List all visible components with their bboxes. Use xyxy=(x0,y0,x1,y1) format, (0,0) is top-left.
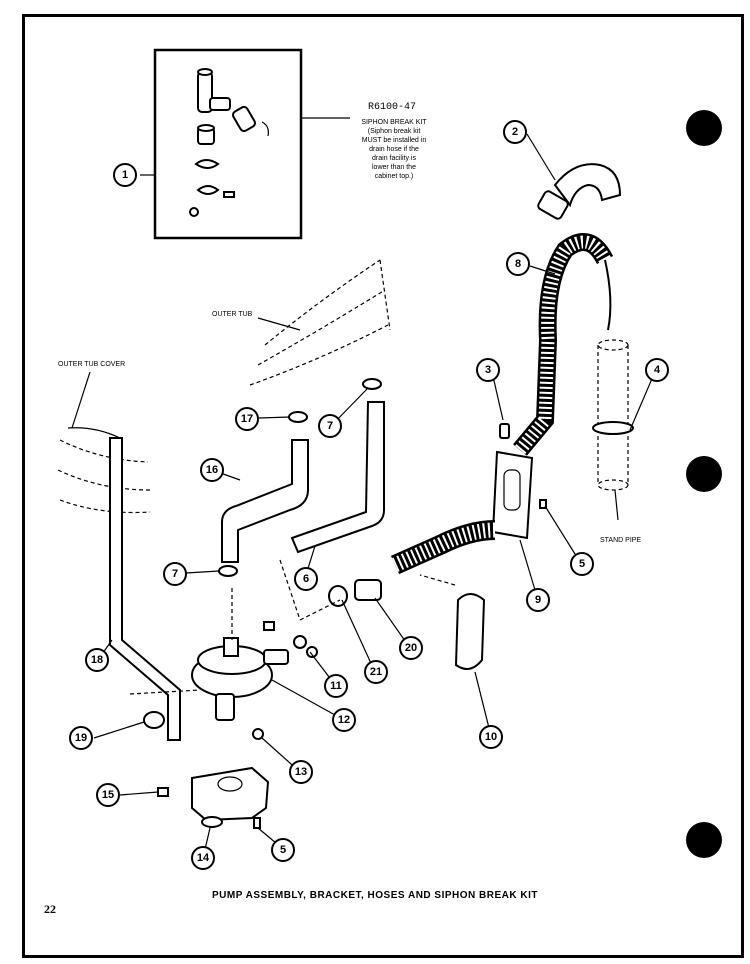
screw-5-upper xyxy=(539,499,547,509)
callout-6: 6 xyxy=(294,567,318,591)
svg-text:20: 20 xyxy=(405,642,417,654)
callout-1: 1 xyxy=(113,163,137,187)
callout-5-lower: 5 xyxy=(271,838,295,862)
svg-text:2: 2 xyxy=(512,126,518,138)
pump-hose-corrugated xyxy=(390,520,496,575)
callout-14: 14 xyxy=(191,846,215,870)
svg-text:10: 10 xyxy=(485,731,497,743)
pump-screw xyxy=(263,621,275,631)
svg-text:19: 19 xyxy=(75,732,87,744)
svg-text:17: 17 xyxy=(241,413,253,425)
callout-19: 19 xyxy=(69,726,93,750)
callout-8: 8 xyxy=(506,252,530,276)
kit-note-line: drain hose if the xyxy=(369,146,419,153)
pump-12 xyxy=(129,637,289,721)
callout-11: 11 xyxy=(324,674,348,698)
svg-text:14: 14 xyxy=(197,852,210,864)
svg-text:1: 1 xyxy=(122,169,128,181)
callout-18: 18 xyxy=(85,648,109,672)
callout-15: 15 xyxy=(96,783,120,807)
svg-text:5: 5 xyxy=(280,844,286,856)
callout-20: 20 xyxy=(399,636,423,660)
siphon-elbow-2 xyxy=(553,163,622,208)
svg-text:4: 4 xyxy=(654,364,661,376)
clamp-17 xyxy=(288,411,308,423)
clamp-7-lower xyxy=(218,565,238,577)
svg-text:11: 11 xyxy=(330,680,342,692)
page-number: 22 xyxy=(44,902,56,916)
callout-2: 2 xyxy=(503,120,527,144)
diagram-title: PUMP ASSEMBLY, BRACKET, HOSES AND SIPHON… xyxy=(212,890,538,901)
binder-hole xyxy=(686,456,722,492)
plug-19 xyxy=(143,711,165,729)
pump-fitting-11 xyxy=(293,635,307,649)
kit-part-code: R6100-47 xyxy=(368,102,417,113)
hose-bracket-9 xyxy=(491,450,534,540)
screw-15 xyxy=(157,787,169,797)
svg-text:6: 6 xyxy=(303,573,309,585)
kit-note-line: MUST be installed in xyxy=(361,137,427,144)
callout-7-upper: 7 xyxy=(318,414,342,438)
callout-12: 12 xyxy=(332,708,356,732)
callout-3: 3 xyxy=(476,358,500,382)
kit-note: SIPHON BREAK KIT (Siphon break kit MUST … xyxy=(344,118,444,181)
clamp-21 xyxy=(328,585,348,607)
svg-text:12: 12 xyxy=(338,714,350,726)
page-frame xyxy=(22,14,744,958)
clip-3 xyxy=(499,423,510,439)
svg-text:7: 7 xyxy=(327,420,333,432)
kit-note-line: (Siphon break kit xyxy=(367,128,421,135)
stand-pipe xyxy=(592,339,634,521)
nut-13 xyxy=(252,728,264,740)
outer-tub xyxy=(249,259,391,386)
svg-text:16: 16 xyxy=(206,464,218,476)
svg-text:5: 5 xyxy=(579,558,585,570)
kit-note-line: drain facility is xyxy=(372,155,416,162)
hose-18 xyxy=(109,437,181,741)
callout-5-upper: 5 xyxy=(570,552,594,576)
pump-fitting-11b xyxy=(306,646,318,658)
kit-note-line: lower than the xyxy=(372,164,416,171)
svg-text:18: 18 xyxy=(91,654,103,666)
label-stand-pipe: STAND PIPE xyxy=(600,537,641,544)
callout-4: 4 xyxy=(645,358,669,382)
binder-hole xyxy=(686,822,722,858)
callout-7-lower: 7 xyxy=(163,562,187,586)
kit-note-line: cabinet top.) xyxy=(374,173,414,180)
svg-text:9: 9 xyxy=(535,594,541,606)
svg-text:15: 15 xyxy=(102,789,114,801)
svg-text:21: 21 xyxy=(370,666,382,678)
callout-13: 13 xyxy=(289,760,313,784)
callout-16: 16 xyxy=(200,458,224,482)
outer-tub-cover xyxy=(57,371,151,514)
kit-note-title: SIPHON BREAK KIT xyxy=(361,119,427,126)
drain-hose-8 xyxy=(513,233,614,456)
svg-text:13: 13 xyxy=(295,766,307,778)
callout-10: 10 xyxy=(479,725,503,749)
hose-guide-10 xyxy=(454,593,486,670)
binder-hole xyxy=(686,110,722,146)
pump-bracket-14 xyxy=(191,766,270,828)
clamp-7-upper xyxy=(362,378,382,390)
hose-6 xyxy=(290,401,385,554)
coupling-20 xyxy=(354,579,382,601)
label-outer-tub-cover: OUTER TUB COVER xyxy=(58,361,125,368)
screw-5-lower xyxy=(253,817,261,829)
svg-text:8: 8 xyxy=(515,258,521,270)
svg-text:3: 3 xyxy=(485,364,491,376)
hose-16 xyxy=(221,439,309,563)
svg-text:7: 7 xyxy=(172,568,178,580)
callout-9: 9 xyxy=(526,588,550,612)
siphon-break-kit xyxy=(140,48,350,240)
callout-17: 17 xyxy=(235,407,259,431)
callout-21: 21 xyxy=(364,660,388,684)
label-outer-tub: OUTER TUB xyxy=(212,311,253,318)
